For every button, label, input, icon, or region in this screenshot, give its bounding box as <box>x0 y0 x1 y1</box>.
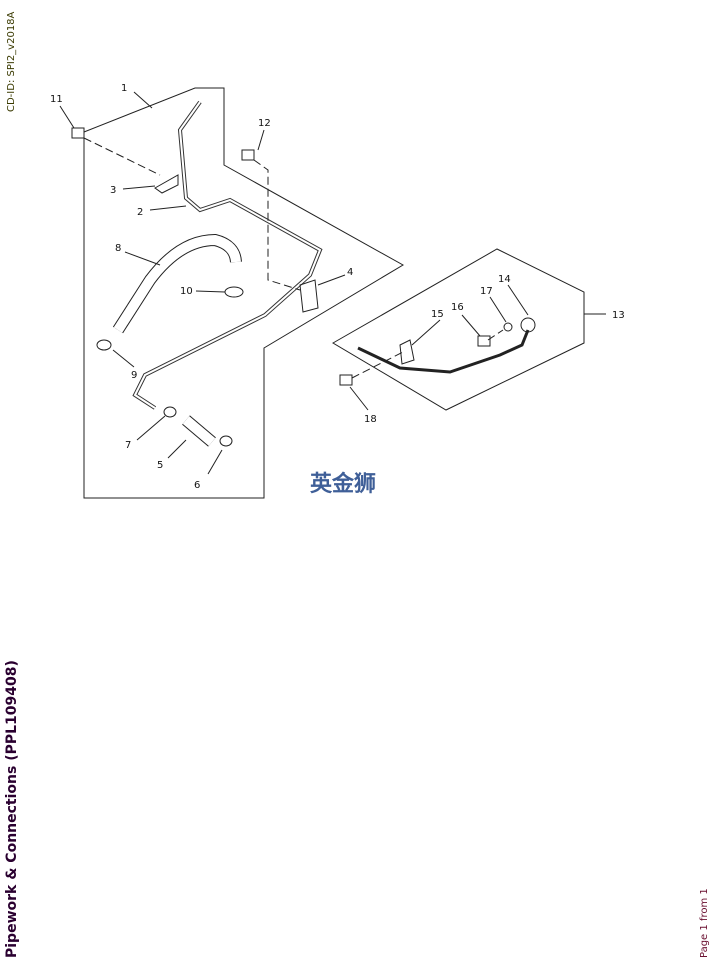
clip-part-7 <box>163 406 177 418</box>
group-1-boundary <box>83 87 404 499</box>
bracket-part-3 <box>154 174 179 194</box>
callout-8: 8 <box>115 243 121 254</box>
callout-3: 3 <box>110 185 116 196</box>
pipe-part-2 <box>132 100 323 410</box>
pipe-part-13 <box>357 329 530 374</box>
callout-2: 2 <box>137 207 143 218</box>
watermark: 英金狮 <box>310 471 376 497</box>
callout-5: 5 <box>157 460 163 471</box>
callout-12: 12 <box>258 118 271 129</box>
callout-13: 13 <box>612 310 625 321</box>
callout-11: 11 <box>50 94 63 105</box>
group-13-boundary <box>332 248 585 411</box>
clip-part-9 <box>96 339 112 351</box>
callout-4: 4 <box>347 267 353 278</box>
hose-part-8-fill <box>113 234 241 333</box>
hose-part-5-fill <box>182 416 216 446</box>
bracket-part-15 <box>399 339 415 365</box>
callout-1: 1 <box>121 83 127 94</box>
bolt-part-12 <box>241 149 255 161</box>
callout-6: 6 <box>194 480 200 491</box>
banjo-part-14 <box>520 317 536 333</box>
washer-part-17 <box>503 322 513 332</box>
callout-7: 7 <box>125 440 131 451</box>
leader-lines <box>59 91 606 475</box>
callout-9: 9 <box>131 370 137 381</box>
callout-18: 18 <box>364 414 377 425</box>
bolt-part-11 <box>71 127 85 139</box>
clip-part-6 <box>219 435 233 447</box>
bolt-part-16 <box>477 335 491 347</box>
callout-14: 14 <box>498 274 511 285</box>
clip-part-10 <box>224 286 244 298</box>
callout-17: 17 <box>480 286 493 297</box>
callout-15: 15 <box>431 309 444 320</box>
callout-10: 10 <box>180 286 193 297</box>
pipe-part-2-highlight <box>133 101 322 409</box>
assembly-dash-lines <box>83 137 504 379</box>
bolt-part-18 <box>339 374 353 386</box>
bracket-part-4 <box>299 279 319 313</box>
callout-16: 16 <box>451 302 464 313</box>
